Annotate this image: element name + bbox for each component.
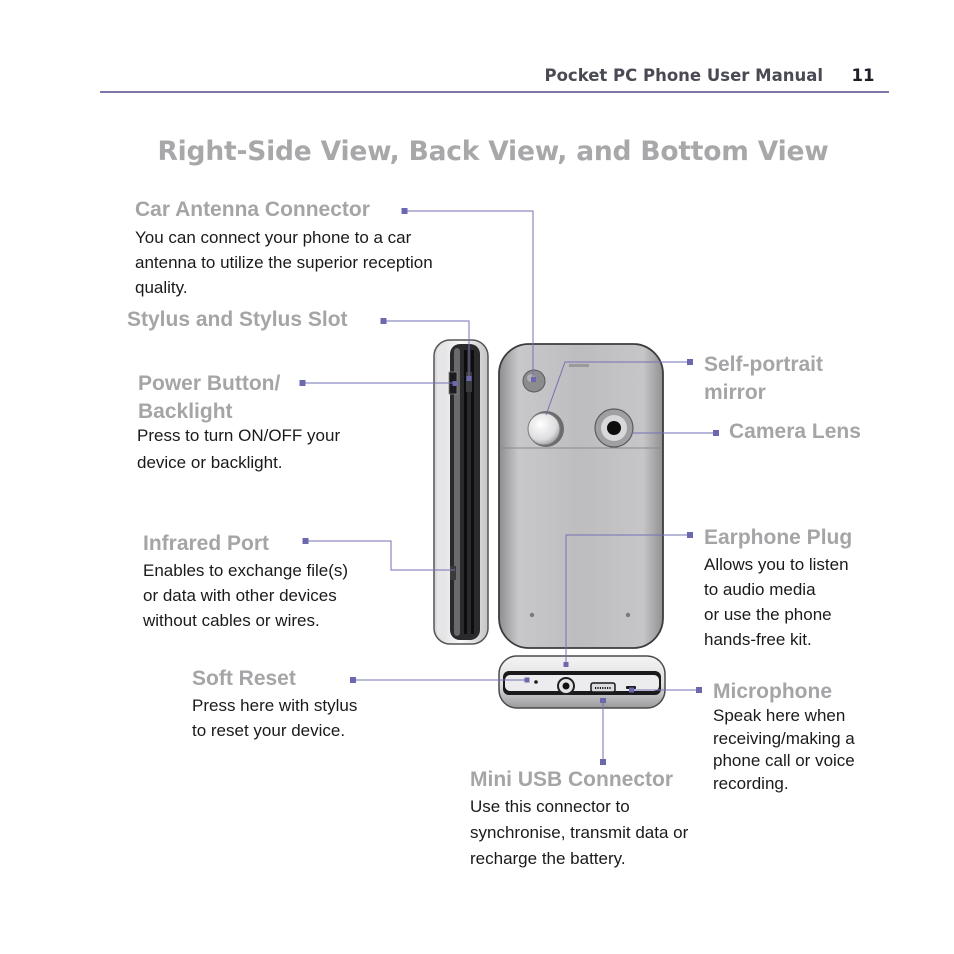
power-button-description: Press to turn ON/OFF your device or back…: [137, 426, 341, 472]
camera-lens-label: Camera Lens: [729, 420, 861, 443]
bottom-view: [498, 655, 666, 709]
infrared-port-label: Infrared Port: [143, 532, 270, 555]
page-number: 11: [851, 66, 875, 85]
self-portrait-mirror-label: Self-portrait mirror: [704, 353, 824, 404]
infrared-port-description: Enables to exchange file(s) or data with…: [143, 561, 349, 630]
microphone-description: Speak here when receiving/making a phone…: [713, 706, 855, 793]
mini-usb-label: Mini USB Connector: [470, 768, 673, 791]
microphone-label: Microphone: [713, 680, 832, 703]
soft-reset-description: Press here with stylus to reset your dev…: [192, 696, 358, 740]
manual-title: Pocket PC Phone User Manual: [544, 66, 824, 85]
car-antenna-label: Car Antenna Connector: [135, 198, 370, 221]
leader-lines: [303, 210, 716, 762]
stylus-slot-label: Stylus and Stylus Slot: [127, 308, 348, 331]
leader-markers: [299, 208, 719, 765]
side-view: [433, 339, 489, 645]
soft-reset-label: Soft Reset: [192, 667, 296, 690]
back-view: [498, 343, 664, 649]
mini-usb-description: Use this connector to synchronise, trans…: [470, 797, 689, 868]
header-rule: [100, 91, 889, 93]
earphone-plug-label: Earphone Plug: [704, 526, 853, 549]
power-button-label: Power Button/ Backlight: [138, 372, 281, 423]
car-antenna-description: You can connect your phone to a car ante…: [135, 228, 433, 297]
page-title: Right-Side View, Back View, and Bottom V…: [157, 136, 829, 167]
earphone-plug-description: Allows you to listen to audio media or u…: [704, 555, 849, 649]
